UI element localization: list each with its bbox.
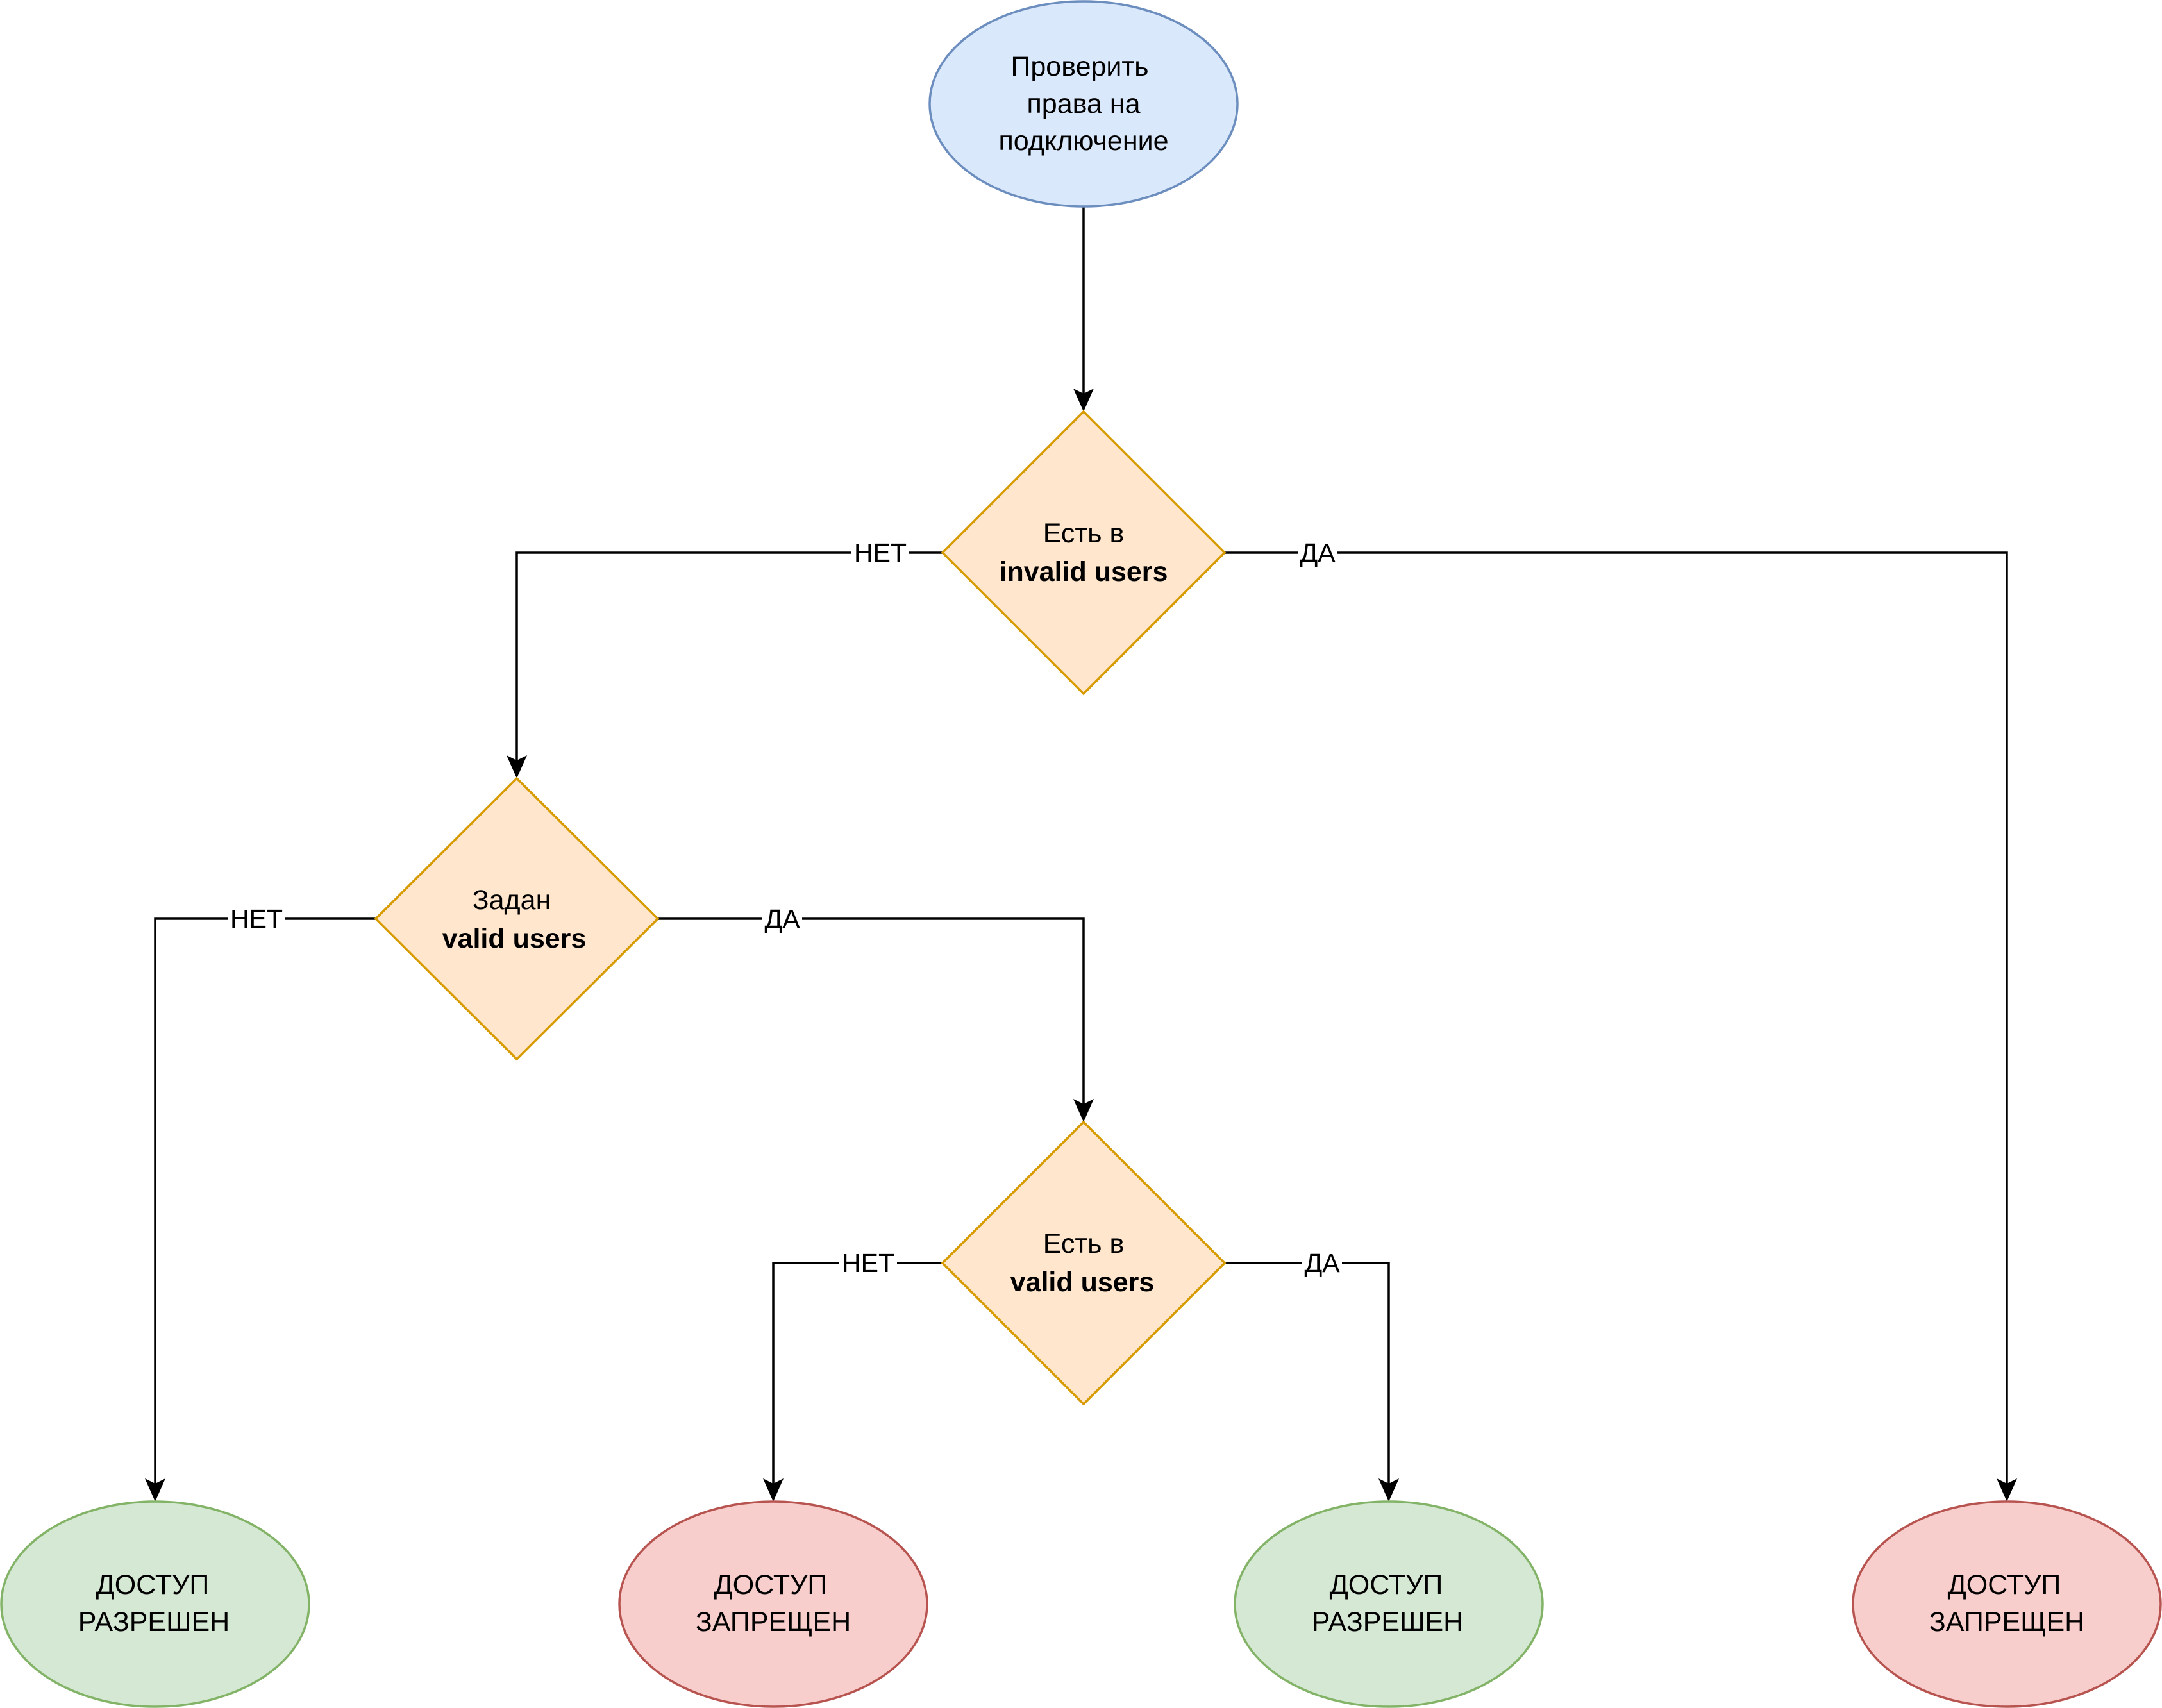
end-denied-1-label-2: ЗАПРЕЩЕН (696, 1607, 851, 1637)
end-oval (1234, 1500, 1544, 1708)
decision-diamond (941, 1120, 1227, 1406)
arrowhead (507, 755, 527, 778)
end-oval (0, 1500, 310, 1708)
end-allowed-2-label-2: РАЗРЕШЕН (1312, 1607, 1463, 1637)
decision-in-valid: Есть в valid users (941, 1120, 1227, 1406)
arrowhead (1997, 1478, 2017, 1502)
decision-in-valid-label-2: valid users (1010, 1267, 1155, 1298)
edge-in-valid-no (772, 1262, 943, 1486)
decision-in-valid-label-1: Есть в (1043, 1228, 1125, 1259)
decision-invalid-users: Есть в invalid users (941, 410, 1227, 696)
start-label-1: Проверить (1010, 51, 1148, 82)
edge-labels: НЕТ ДА НЕТ ДА НЕТ ДА (228, 537, 1342, 1278)
edge-valid-set-yes (658, 917, 1085, 1107)
decision-invalid-label-2: invalid users (1000, 557, 1168, 587)
edge-label-in-valid-no: НЕТ (842, 1248, 894, 1278)
start-node: Проверить права на подключение (928, 0, 1239, 208)
edge-invalid-yes (1225, 551, 2008, 1486)
end-oval (618, 1500, 928, 1708)
decision-invalid-label-1: Есть в (1043, 518, 1125, 549)
start-label-3: подключение (998, 126, 1168, 156)
end-denied-1: ДОСТУП ЗАПРЕЩЕН (618, 1500, 928, 1708)
end-allowed-2-label-1: ДОСТУП (1330, 1570, 1443, 1600)
end-allowed-1-label-1: ДОСТУП (96, 1570, 210, 1600)
edge-label-valid-set-no: НЕТ (230, 904, 283, 934)
decision-diamond (374, 776, 660, 1061)
end-allowed-1-label-2: РАЗРЕШЕН (78, 1607, 230, 1637)
decision-diamond (941, 410, 1227, 696)
edge-invalid-no (515, 551, 943, 763)
edge-label-valid-set-yes: ДА (764, 904, 800, 934)
end-denied-2: ДОСТУП ЗАПРЕЩЕН (1852, 1500, 2162, 1708)
edge-in-valid-yes (1225, 1262, 1390, 1486)
edge-valid-set-no (154, 917, 376, 1486)
arrowhead (1073, 389, 1094, 412)
end-allowed-1: ДОСТУП РАЗРЕШЕН (0, 1500, 310, 1708)
arrowhead (1378, 1478, 1399, 1502)
edge-label-invalid-no: НЕТ (854, 538, 907, 567)
end-denied-2-label-2: ЗАПРЕЩЕН (1929, 1607, 2084, 1637)
end-allowed-2: ДОСТУП РАЗРЕШЕН (1234, 1500, 1544, 1708)
edge-label-in-valid-yes: ДА (1304, 1248, 1340, 1278)
arrowhead (763, 1478, 784, 1502)
arrowhead (145, 1478, 165, 1502)
end-denied-2-label-1: ДОСТУП (1948, 1570, 2061, 1600)
start-label-2: права на (1027, 88, 1141, 119)
end-oval (1852, 1500, 2162, 1708)
arrowhead (1073, 1099, 1094, 1122)
edge-label-invalid-yes: ДА (1300, 538, 1336, 567)
start-oval (928, 0, 1239, 208)
decision-valid-set-label-1: Задан (473, 885, 551, 916)
decision-valid-set: Задан valid users (374, 776, 660, 1061)
decision-valid-set-label-2: valid users (442, 923, 587, 954)
end-denied-1-label-1: ДОСТУП (714, 1570, 828, 1600)
